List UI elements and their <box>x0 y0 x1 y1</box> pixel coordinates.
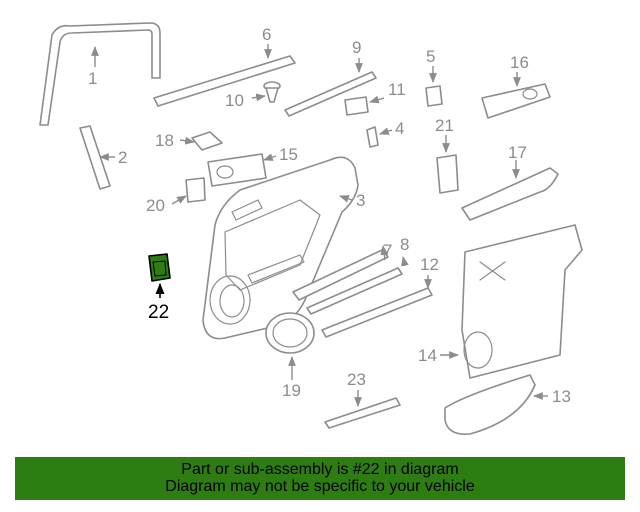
callout-5: 5 <box>426 47 435 66</box>
callout-2: 2 <box>118 148 127 167</box>
part-18-badge[interactable]: 18 <box>155 131 223 151</box>
callout-6: 6 <box>262 25 271 44</box>
info-banner: Part or sub-assembly is #22 in diagram D… <box>15 457 625 500</box>
part-21-switch-panel[interactable]: 21 <box>435 116 459 194</box>
callout-10: 10 <box>225 91 244 110</box>
part-16-inside-handle[interactable]: 16 <box>481 53 551 119</box>
callout-3: 3 <box>356 191 365 210</box>
callout-12: 12 <box>420 255 439 274</box>
callout-19: 19 <box>282 381 301 400</box>
part-15-handle-housing[interactable]: 15 <box>207 145 298 187</box>
part-12-sill-strip[interactable]: 12 <box>321 255 439 338</box>
banner-line-1: Part or sub-assembly is #22 in diagram <box>181 461 459 478</box>
callout-4: 4 <box>395 119 404 138</box>
part-10-push-clip[interactable]: 10 <box>225 81 281 110</box>
callout-8: 8 <box>400 235 409 254</box>
callout-18: 18 <box>155 131 174 150</box>
part-8-weatherstrip[interactable]: 8 <box>306 235 409 315</box>
callout-14: 14 <box>418 346 437 365</box>
part-17-armrest-pad[interactable]: 17 <box>461 143 559 221</box>
callout-7: 7 <box>383 241 392 260</box>
callout-9: 9 <box>352 38 361 57</box>
part-23-step-molding[interactable]: 23 <box>324 370 401 429</box>
callout-16: 16 <box>510 53 529 72</box>
callout-1: 1 <box>88 69 97 88</box>
part-5-socket[interactable]: 5 <box>425 47 443 107</box>
callout-21: 21 <box>435 116 454 135</box>
part-19-speaker-grille[interactable]: 19 <box>265 312 315 400</box>
callout-11: 11 <box>388 80 406 99</box>
callout-17: 17 <box>508 143 527 162</box>
parts-diagram: 1 2 3 4 5 6 7 <box>39 22 583 436</box>
part-7-molding[interactable]: 7 <box>292 241 392 301</box>
part-3-door-trim-panel[interactable]: 3 <box>202 156 365 340</box>
callout-23: 23 <box>347 370 366 389</box>
callout-13: 13 <box>552 387 571 406</box>
part-6-belt-molding[interactable]: 6 <box>153 25 296 107</box>
part-13-lower-cover[interactable]: 13 <box>444 374 571 436</box>
part-11-bracket[interactable]: 11 <box>344 80 406 116</box>
part-14-water-shield[interactable]: 14 <box>418 224 583 379</box>
callout-22: 22 <box>148 302 169 323</box>
part-1-window-channel[interactable]: 1 <box>39 22 161 126</box>
callout-20: 20 <box>146 196 165 215</box>
part-22-highlighted[interactable]: 22 <box>148 253 171 323</box>
part-9-upper-molding[interactable]: 9 <box>284 38 377 117</box>
part-20-switch[interactable]: 20 <box>146 177 206 215</box>
banner-line-2: Diagram may not be specific to your vehi… <box>165 478 475 495</box>
callout-15: 15 <box>279 145 298 164</box>
part-4-clip[interactable]: 4 <box>366 119 404 148</box>
part-2-pillar-trim[interactable]: 2 <box>79 125 127 190</box>
